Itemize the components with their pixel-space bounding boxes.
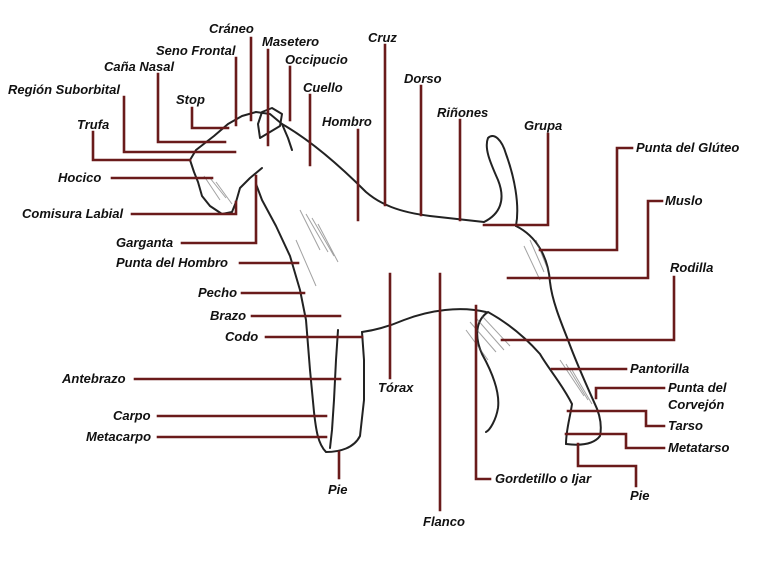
label-brazo: Brazo	[210, 308, 246, 323]
dog-belly-outline	[361, 308, 487, 333]
leader-trufa	[91, 130, 192, 162]
label-cana-nasal: Caña Nasal	[104, 59, 174, 74]
label-carpo: Carpo	[113, 408, 151, 423]
label-cuello: Cuello	[303, 80, 343, 95]
label-grupa: Grupa	[524, 118, 562, 133]
label-codo: Codo	[225, 329, 258, 344]
label-pecho: Pecho	[198, 285, 237, 300]
dog-tail-outline	[483, 135, 519, 227]
label-hocico: Hocico	[58, 170, 101, 185]
label-muslo: Muslo	[665, 193, 703, 208]
leader-gordetillo	[474, 304, 492, 481]
leader-rodilla	[500, 275, 676, 342]
dog-drawing	[189, 107, 602, 453]
leader-punta-gluteo	[538, 146, 634, 252]
leader-garganta	[180, 174, 258, 245]
label-pie-delantero: Pie	[328, 482, 348, 497]
label-punta-corvejon-line1: Punta del	[668, 380, 727, 395]
leader-metatarso	[564, 432, 666, 450]
label-hombro: Hombro	[322, 114, 372, 129]
label-punta-gluteo: Punta del Glúteo	[636, 140, 739, 155]
label-garganta: Garganta	[116, 235, 173, 250]
label-flanco: Flanco	[423, 514, 465, 529]
label-punta-corvejon-line2: Corvejón	[668, 397, 724, 412]
leader-region-suborbital	[122, 95, 237, 154]
leader-cana-nasal	[156, 72, 227, 144]
label-seno-frontal: Seno Frontal	[156, 43, 236, 58]
label-masetero: Masetero	[262, 34, 319, 49]
label-tarso: Tarso	[668, 418, 703, 433]
dog-ear-outline	[257, 107, 283, 139]
label-cruz: Cruz	[368, 30, 397, 45]
leader-comisura-labial	[130, 200, 238, 216]
label-metacarpo: Metacarpo	[86, 429, 151, 444]
label-trufa: Trufa	[77, 117, 109, 132]
leader-grupa	[482, 132, 550, 227]
labels: Cráneo Seno Frontal Masetero Cruz Occipu…	[8, 21, 739, 529]
label-stop: Stop	[176, 92, 205, 107]
label-dorso: Dorso	[404, 71, 442, 86]
leader-punta-corvejon	[594, 386, 666, 400]
label-punta-hombro: Punta del Hombro	[116, 255, 228, 270]
label-pantorilla: Pantorilla	[630, 361, 689, 376]
leader-muslo	[506, 199, 664, 280]
label-craneo: Cráneo	[209, 21, 254, 36]
label-torax: Tórax	[378, 380, 414, 395]
label-occipucio: Occipucio	[285, 52, 348, 67]
leader-tarso	[566, 409, 666, 428]
dog-foreleg-inner	[329, 329, 339, 449]
dog-hindleg-front	[476, 311, 573, 445]
label-antebrazo: Antebrazo	[61, 371, 126, 386]
leader-pie-trasero	[576, 442, 638, 488]
dog-neck-back	[281, 123, 485, 223]
label-gordetillo: Gordetillo o Ijar	[495, 471, 592, 486]
dog-foreleg-outline	[255, 183, 365, 453]
label-comisura-labial: Comisura Labial	[22, 206, 124, 221]
label-rinones: Riñones	[437, 105, 488, 120]
leader-lines	[91, 36, 676, 512]
label-pie-trasero: Pie	[630, 488, 650, 503]
label-rodilla: Rodilla	[670, 260, 713, 275]
label-region-suborbital: Región Suborbital	[8, 82, 120, 97]
leader-stop	[190, 106, 230, 130]
label-metatarso: Metatarso	[668, 440, 729, 455]
